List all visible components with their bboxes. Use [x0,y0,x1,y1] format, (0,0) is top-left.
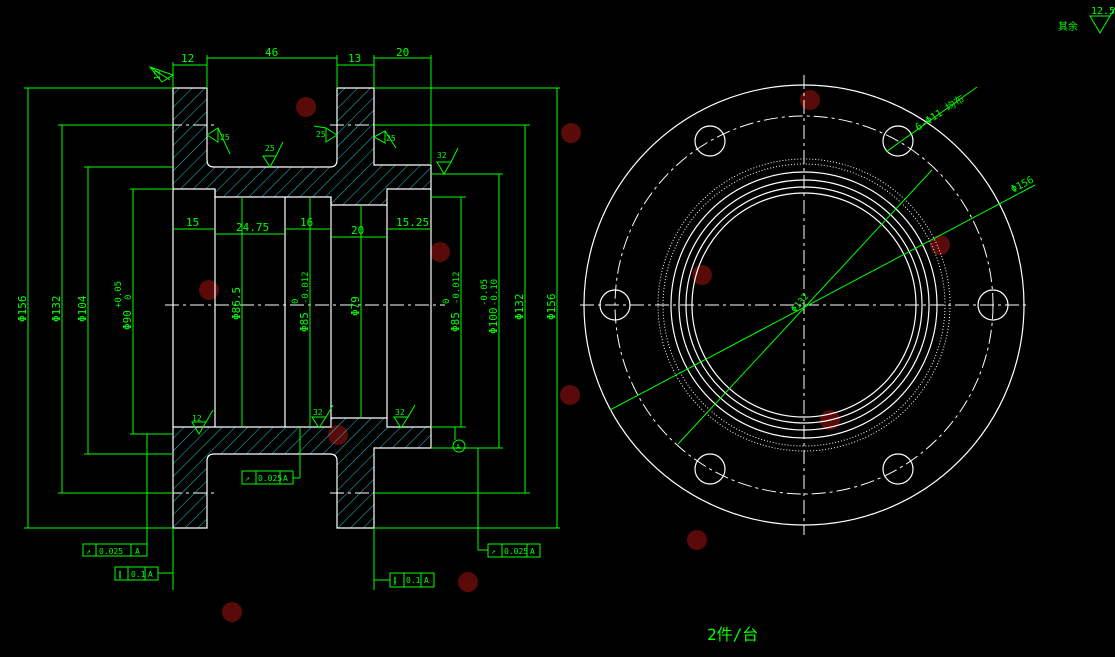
watermark-logo-icon [800,90,820,110]
roughness-symbol-icon [1089,7,1115,34]
end-view-leaders [609,86,1036,445]
svg-text:A: A [135,547,140,556]
dia-tolerance: -0.012 [452,271,462,304]
svg-text:32: 32 [437,151,447,160]
roughness-note-label: 其余 [1058,20,1078,33]
svg-text:32: 32 [395,408,405,417]
roughness-symbol-icon: 25 [206,127,231,155]
dia-label: Φ100 [487,308,500,335]
dia-tolerance: 0 [442,299,452,304]
roughness-symbol-icon: 32 [393,404,416,429]
dim-bore: 16 [300,216,313,229]
svg-text:0.1: 0.1 [131,570,146,579]
dim-bore: 24.75 [236,221,269,234]
svg-text:∥: ∥ [393,576,397,585]
dia-tolerance: 0 [291,299,301,304]
svg-text:12: 12 [153,70,162,80]
dia-label: Φ104 [76,295,89,322]
roughness-note-value: 12.5 [1091,6,1115,17]
dia-tolerance: -0.10 [490,279,500,306]
watermark-logo-icon [296,97,316,117]
section-hatch-bottom [173,418,431,528]
svg-text:0.025: 0.025 [99,547,123,556]
roughness-symbol-icon: 12 [148,65,175,83]
roughness-symbol-icon: 25 [313,125,338,143]
watermark-logo-icon [430,242,450,262]
dia-tolerance: -0.05 [480,279,490,306]
dia-label: Φ156 [16,296,29,323]
svg-text:A: A [424,576,429,585]
dia-label: Φ156 [545,294,558,321]
dia-label: Φ85 [449,312,462,332]
dimension-lines [24,55,560,590]
dim-top: 12 [181,52,194,65]
svg-text:0.1: 0.1 [406,576,421,585]
bolt-hole [694,453,726,485]
datum-a-symbol [452,439,466,453]
tolerance-frame: ↗ 0.025 A [82,543,148,557]
svg-text:↗: ↗ [86,547,91,556]
dia-label: Φ79 [349,296,362,316]
chamfer-circle [662,163,946,447]
dim-bore: 15 [186,216,199,229]
dia-label: Φ132 [50,296,63,323]
holes-note: 6-Φ11 均布 [913,93,967,134]
bolt-hole [694,125,726,157]
roughness-symbol-icon: 32 [436,147,459,175]
dia-label: Φ132 [513,294,526,321]
watermark-logo-icon [560,385,580,405]
roughness-symbol-icon: 25 [372,130,397,149]
watermark-logo-icon [561,123,581,143]
dim-top: 46 [265,46,278,59]
dim-top: 20 [396,46,409,59]
svg-text:25: 25 [386,134,396,143]
svg-text:∥: ∥ [118,570,122,579]
dim-bore: 20 [351,224,364,237]
general-roughness-note: 其余 12.5 [1058,6,1115,34]
bolt-hole [882,125,914,157]
roughness-symbol-icon: 25 [262,141,284,168]
svg-text:12: 12 [192,414,202,423]
section-view: 12 46 13 20 15 24.75 16 20 15.25 Φ156 Φ1… [16,46,560,590]
dim-bore: 15.25 [396,216,429,229]
svg-text:25: 25 [265,144,275,153]
svg-text:25: 25 [220,133,230,142]
end-view: 6-Φ11 均布 Φ156 Φ132 [580,75,1036,535]
dia-label: Φ90 [121,310,134,330]
outer-dia-label: Φ156 [1009,175,1035,196]
watermark-logo-icon [930,235,950,255]
roughness-symbol-icon: 12 [191,409,214,435]
dia-label: Φ86.5 [230,287,243,320]
svg-text:32: 32 [313,408,323,417]
svg-text:A: A [530,547,535,556]
svg-text:A: A [283,474,288,483]
roughness-symbol-icon: 32 [311,404,334,429]
dia-tolerance: -0.012 [301,271,311,304]
watermark-logo-icon [199,280,219,300]
watermark-logo-icon [458,572,478,592]
datum-label: A [456,443,461,451]
svg-text:↗: ↗ [491,547,496,556]
bolt-hole [882,453,914,485]
dim-top: 13 [348,52,361,65]
section-hatch-top [173,88,431,205]
svg-text:0.025: 0.025 [258,474,282,483]
svg-text:A: A [148,570,153,579]
bolt-holes [599,125,1009,485]
svg-text:0.025: 0.025 [504,547,528,556]
watermark-logo-icon [222,602,242,622]
dia-tolerance: +0.05 [114,281,124,308]
svg-text:25: 25 [316,130,326,139]
svg-text:↗: ↗ [245,474,250,483]
watermark-logo-icon [687,530,707,550]
dia-tolerance: 0 [124,295,134,300]
roughness-symbols: 12 25 25 25 25 32 12 32 32 [148,65,459,435]
dia-label: Φ85 [298,312,311,332]
quantity-note: 2件/台 [707,625,758,644]
